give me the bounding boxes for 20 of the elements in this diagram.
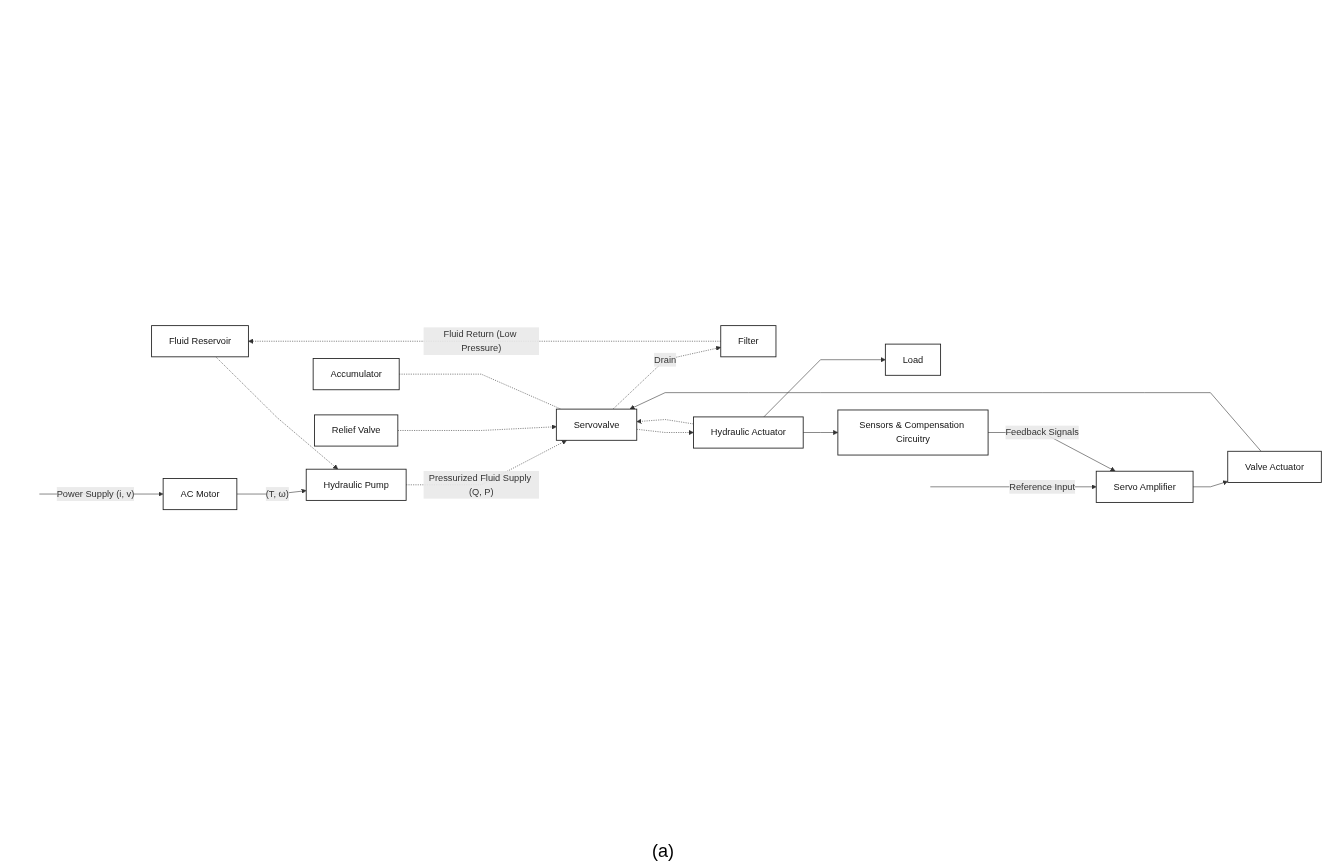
edge-label: Feedback Signals: [1005, 427, 1079, 437]
figure-caption: (a): [651, 840, 675, 863]
node-box: Valve Actuator: [1227, 450, 1322, 483]
node-box: Sensors & Compensation Circuitry: [837, 409, 989, 456]
node-box: Servovalve: [555, 408, 638, 441]
edge-label: Pressurized Fluid Supply (Q, P): [428, 472, 532, 497]
edge-label: Drain: [654, 354, 677, 365]
edge-label: Power Supply (i, v): [56, 488, 135, 499]
edge-label: Reference Input: [1009, 481, 1076, 492]
node-box: Filter: [720, 325, 777, 358]
node-box: AC Motor: [162, 477, 238, 510]
node-box: Hydraulic Actuator: [693, 416, 804, 449]
node-box: Accumulator: [312, 357, 400, 391]
node-box: Relief Valve: [314, 414, 399, 447]
node-box: Fluid Reservoir: [151, 325, 249, 358]
node-box: Servo Amplifier: [1095, 470, 1194, 503]
edge-label: (T, ω): [265, 488, 289, 499]
node-box: Load: [884, 343, 942, 376]
node-box: Hydraulic Pump: [305, 468, 407, 501]
edge-label: Fluid Return (Low Pressure): [443, 328, 517, 353]
